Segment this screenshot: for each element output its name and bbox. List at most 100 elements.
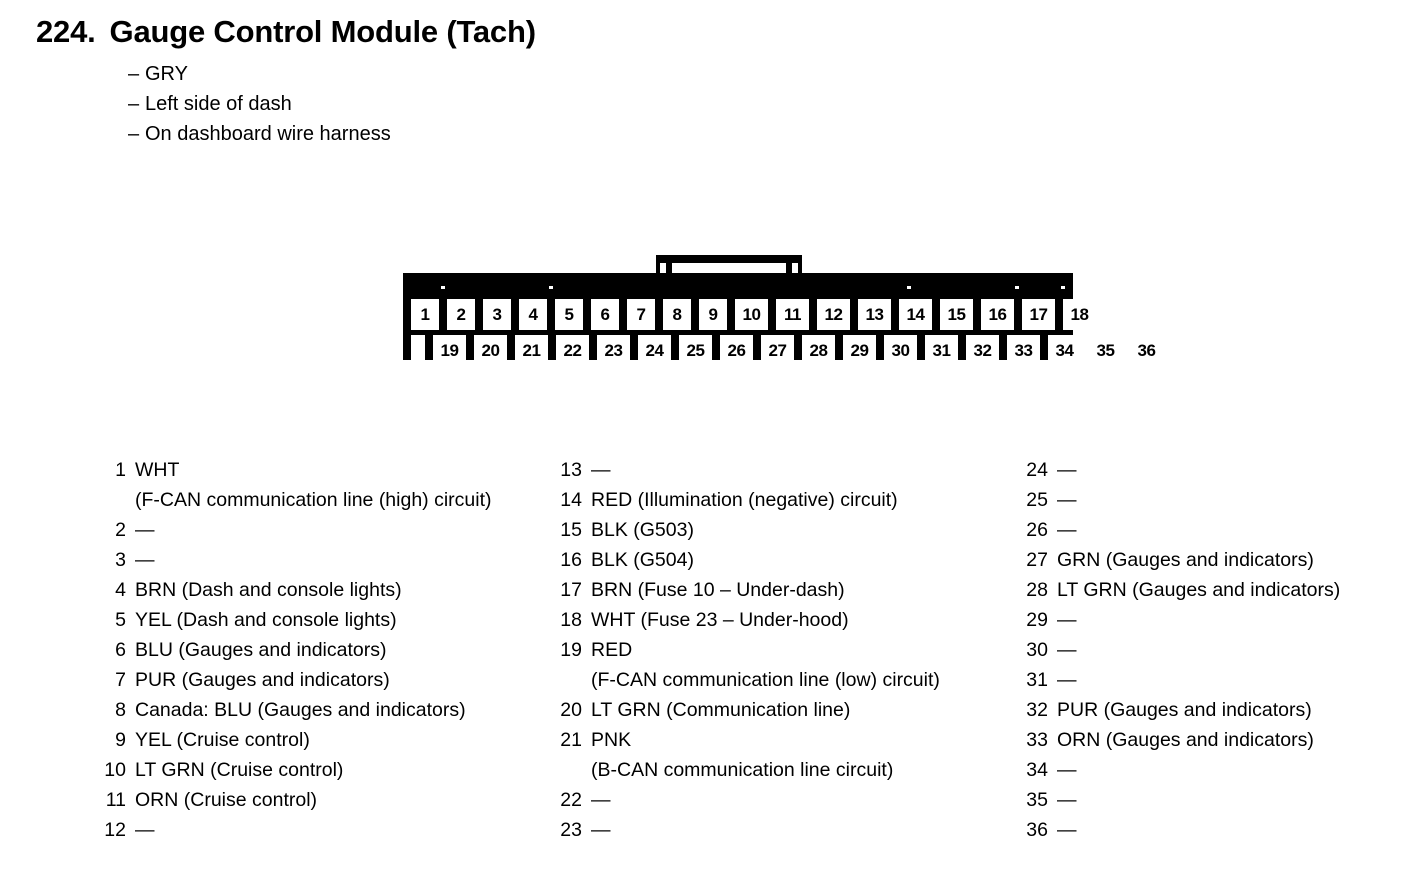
connector-pin-20: 20 (474, 335, 507, 366)
pin-legend-number: 25 (1026, 489, 1048, 511)
connector-pin-3: 3 (483, 299, 511, 330)
pin-legend-description: LT GRN (Cruise control) (135, 755, 530, 785)
latch-gap-right (792, 263, 798, 275)
pin-legend-number: 23 (560, 819, 582, 841)
pin-legend-description-main: — (1057, 519, 1077, 541)
pin-legend-entry: 3— (100, 545, 530, 575)
pin-legend-description-main: — (1057, 669, 1077, 691)
pin-legend-description: — (1057, 635, 1402, 665)
pin-legend-description-main: — (591, 819, 611, 841)
connector-pin-14: 14 (899, 299, 932, 330)
pin-legend-number: 22 (560, 789, 582, 811)
pin-legend-number: 8 (115, 699, 126, 721)
pin-legend-entry: 13— (556, 455, 986, 485)
pin-legend-description-main: ORN (Gauges and indicators) (1057, 729, 1314, 751)
pin-legend-description-main: WHT (Fuse 23 – Under-hood) (591, 609, 849, 631)
connector-pin-28: 28 (802, 335, 835, 366)
pin-legend-description: BRN (Dash and console lights) (135, 575, 530, 605)
pin-legend-description-main: PUR (Gauges and indicators) (135, 669, 390, 691)
page-title: 224.Gauge Control Module (Tach) (36, 15, 1376, 49)
pin-legend-description: PNK(B-CAN communication line circuit) (591, 725, 986, 785)
pin-legend-entry: 30— (1022, 635, 1402, 665)
pin-legend-description: WHT(F-CAN communication line (high) circ… (135, 455, 530, 515)
pin-legend-description: — (591, 815, 986, 845)
connector-pin-35: 35 (1089, 335, 1122, 366)
connector-latch-bracket (656, 255, 802, 277)
pin-legend-description-main: — (1057, 489, 1077, 511)
locking-tab (900, 282, 918, 293)
pin-legend-entry: 12 — (100, 815, 530, 845)
pin-legend-description: — (1057, 485, 1402, 515)
connector-attribute: –GRY (128, 59, 1376, 89)
connector-blank-cavity-top (1104, 299, 1118, 330)
connector-pin-18: 18 (1063, 299, 1096, 330)
pin-legend-description-main: — (1057, 819, 1077, 841)
pin-legend-description-main: BLU (Gauges and indicators) (135, 639, 387, 661)
pin-legend-description-main: LT GRN (Cruise control) (135, 759, 344, 781)
connector-pin-36: 36 (1130, 335, 1163, 366)
pin-legend-entry: 16 BLK (G504) (556, 545, 986, 575)
connector-pin-33: 33 (1007, 335, 1040, 366)
pin-legend-description-main: — (1057, 639, 1077, 661)
connector-pin-19: 19 (433, 335, 466, 366)
pin-legend-description-main: PNK (591, 729, 632, 751)
pin-legend-description: BRN (Fuse 10 – Under-dash) (591, 575, 986, 605)
connector-pin-15: 15 (940, 299, 973, 330)
pin-legend-entry: 25 — (1022, 485, 1402, 515)
connector-attribute-list: –GRY–Left side of dash–On dashboard wire… (128, 59, 1376, 149)
pin-legend-description: PUR (Gauges and indicators) (1057, 695, 1402, 725)
pin-legend-entry: 21 PNK(B-CAN communication line circuit) (556, 725, 986, 785)
pin-legend-entry: 31— (1022, 665, 1402, 695)
pin-legend-number: 21 (560, 729, 582, 751)
pin-legend-number: 5 (115, 609, 126, 631)
connector-blank-cavity-bottom (411, 335, 425, 366)
pin-legend-number: 16 (560, 549, 582, 571)
connector-attribute-label: On dashboard wire harness (145, 122, 391, 145)
connector-attribute-label: Left side of dash (145, 92, 292, 115)
connector-pin-4: 4 (519, 299, 547, 330)
pin-legend-number: 10 (104, 759, 126, 781)
pin-legend-description: — (1057, 665, 1402, 695)
pin-legend-entry: 35— (1022, 785, 1402, 815)
connector-pin-13: 13 (858, 299, 891, 330)
pin-legend-description: LT GRN (Communication line) (591, 695, 986, 725)
pin-legend-entry: 4 BRN (Dash and console lights) (100, 575, 530, 605)
pin-legend-description: — (1057, 755, 1402, 785)
pin-legend-number: 18 (560, 609, 582, 631)
pin-legend-number: 24 (1026, 459, 1048, 481)
pin-legend-description-main: — (1057, 609, 1077, 631)
pin-legend-description-main: BLK (G503) (591, 519, 694, 541)
pin-legend-description: — (1057, 815, 1402, 845)
connector-pin-25: 25 (679, 335, 712, 366)
pin-legend-description-main: — (135, 519, 155, 541)
connector-pin-10: 10 (735, 299, 768, 330)
pin-legend-number: 12 (104, 819, 126, 841)
pin-legend-description-main: ORN (Cruise control) (135, 789, 318, 811)
pin-legend-entry: 5 YEL (Dash and console lights) (100, 605, 530, 635)
pin-legend-number: 34 (1026, 759, 1048, 781)
pin-legend-description-main: BLK (G504) (591, 549, 694, 571)
pin-legend-description-main: — (135, 549, 155, 571)
pin-legend-description-main: LT GRN (Communication line) (591, 699, 851, 721)
pin-legend-number: 4 (115, 579, 126, 601)
connector-pin-30: 30 (884, 335, 917, 366)
pin-legend-description-main: — (591, 789, 611, 811)
latch-gap-left (660, 263, 666, 275)
pin-legend-description: — (1057, 785, 1402, 815)
connector-pin-34: 34 (1048, 335, 1081, 366)
pin-legend-description: — (135, 815, 530, 845)
pin-legend-description-main: YEL (Dash and console lights) (135, 609, 397, 631)
connector-pin-6: 6 (591, 299, 619, 330)
pin-legend-description: — (135, 545, 530, 575)
pin-legend-description-main: BRN (Fuse 10 – Under-dash) (591, 579, 845, 601)
connector-pin-5: 5 (555, 299, 583, 330)
